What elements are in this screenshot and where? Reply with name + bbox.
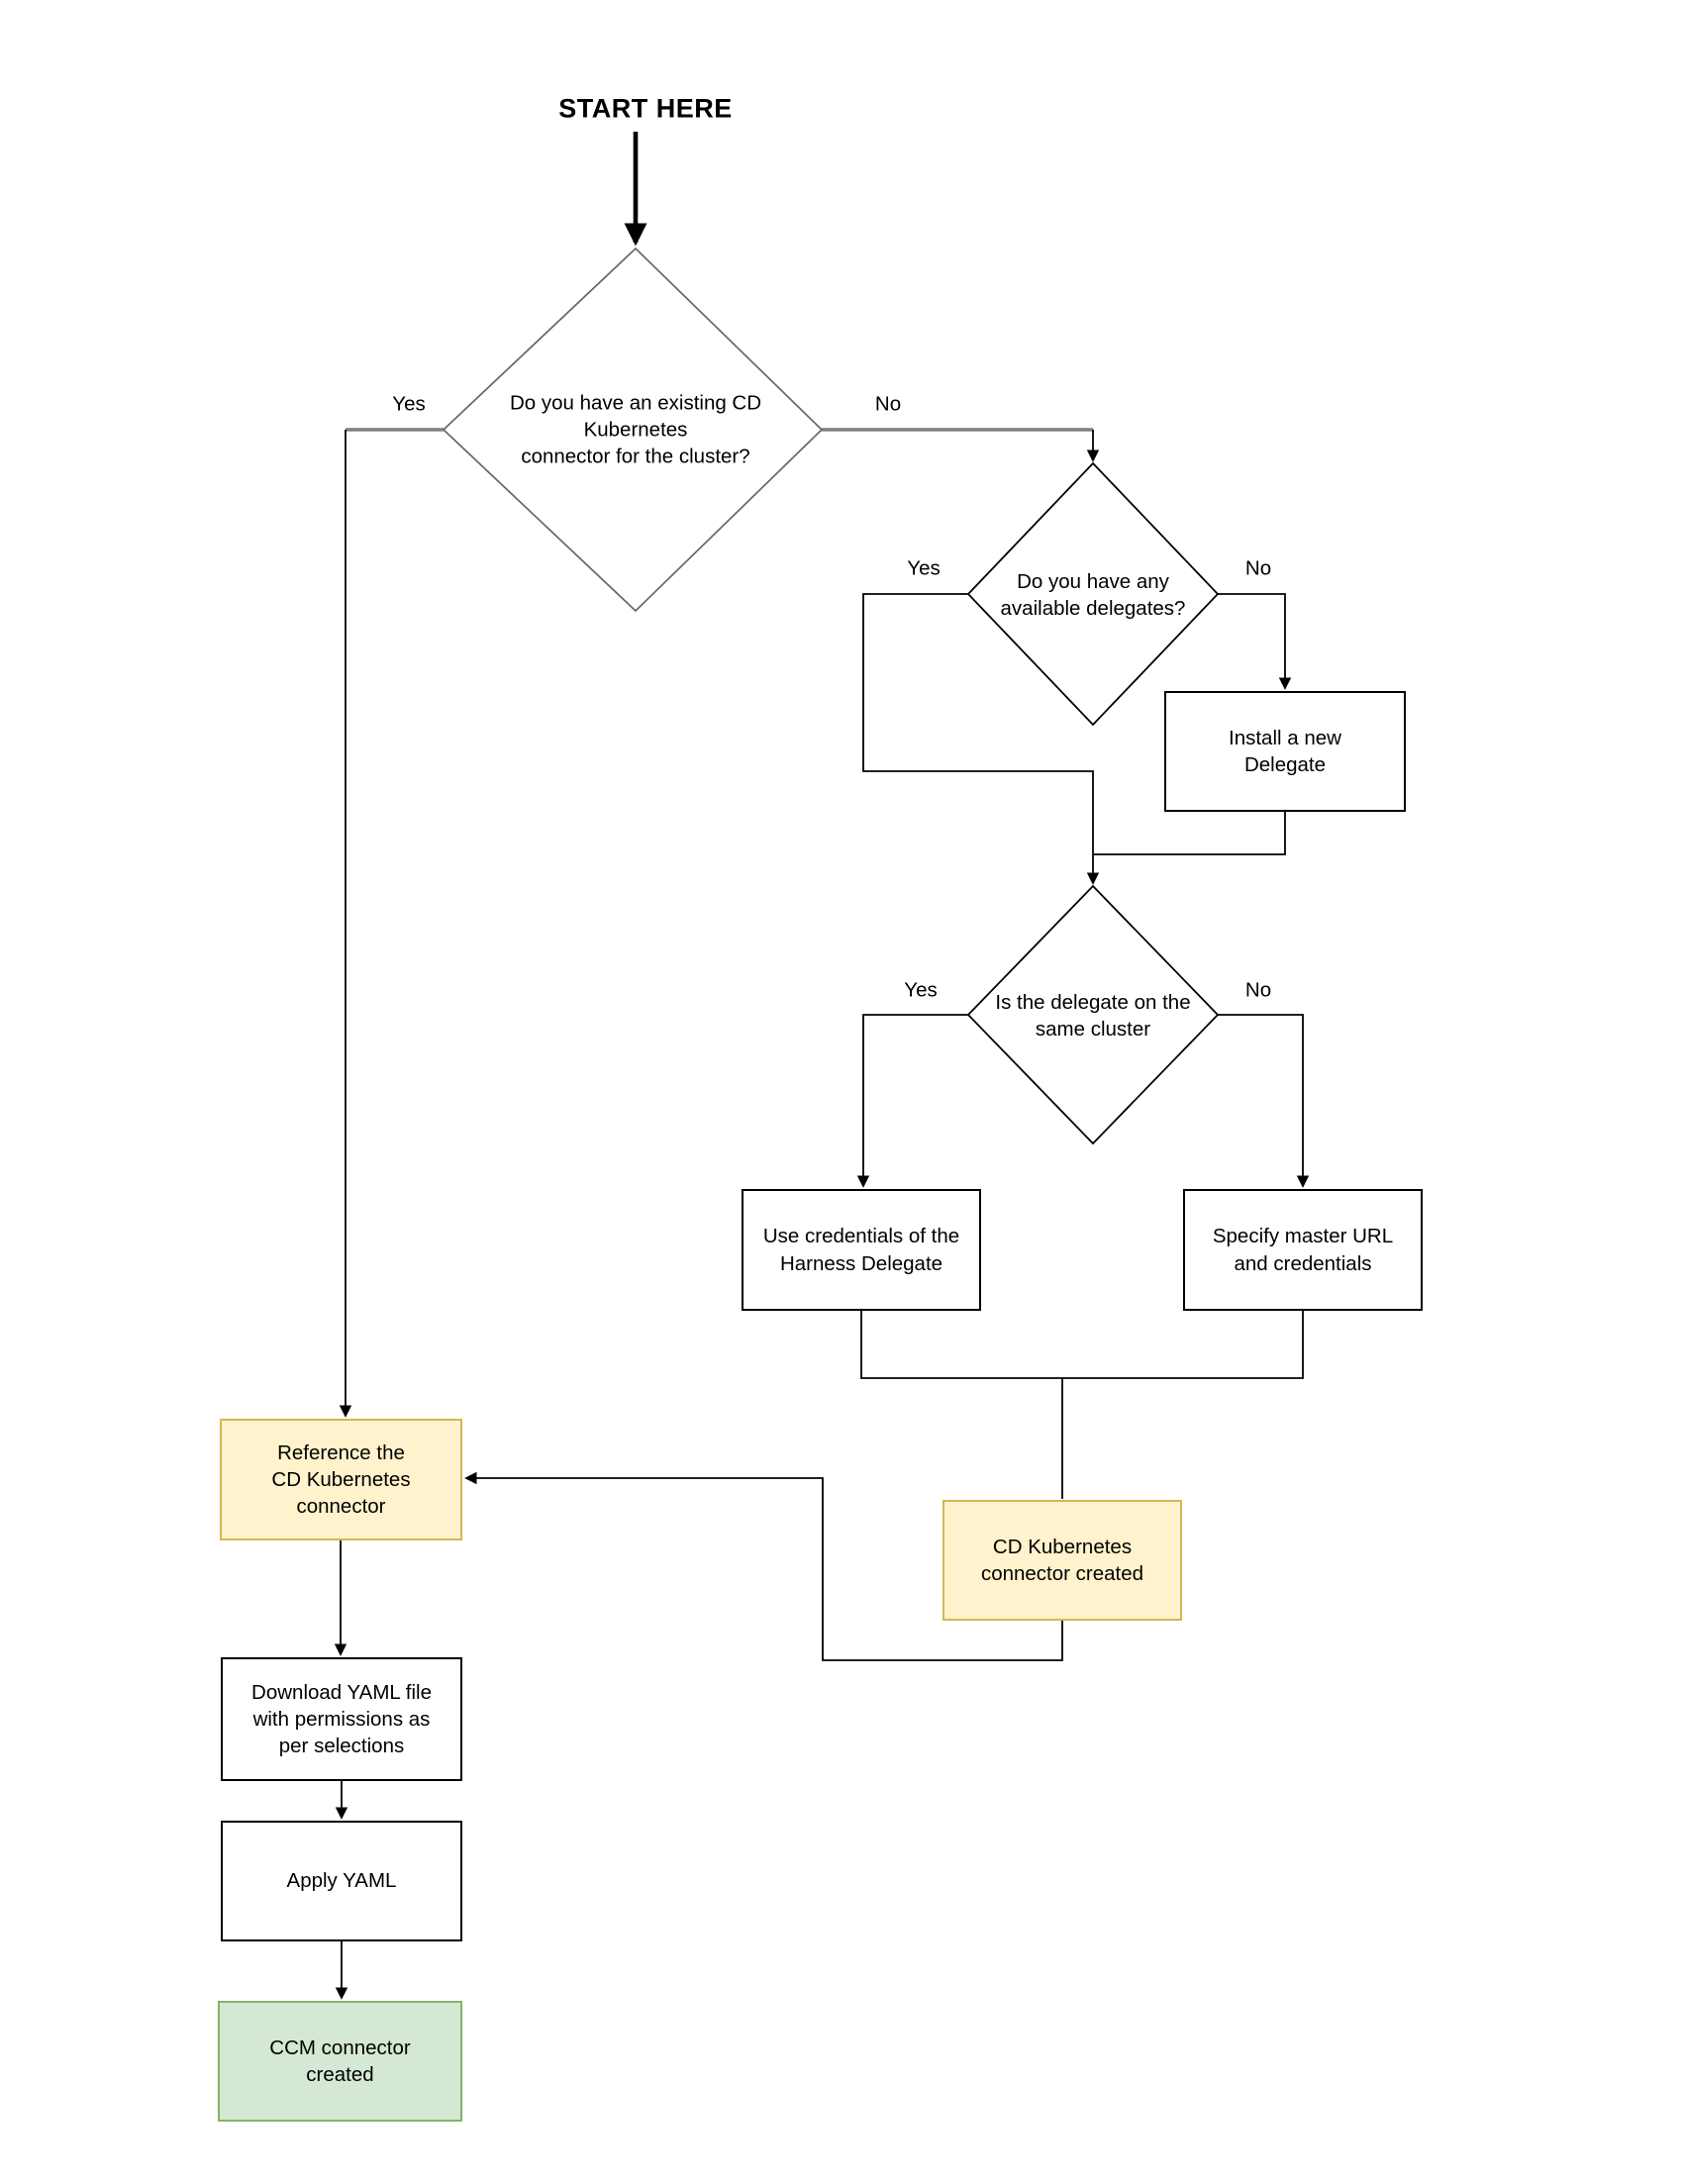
step-box-specify-master-url: Specify master URL and credentials — [1183, 1189, 1423, 1311]
step-box-download-yaml: Download YAML file with permissions as p… — [221, 1657, 462, 1781]
edge-label-yes-same-cluster: Yes — [904, 978, 938, 1002]
edge-label-no-delegates: No — [1244, 556, 1272, 580]
step-box-use-delegate-credentials: Use credentials of the Harness Delegate — [742, 1189, 981, 1311]
edge-cd-created-to-reference — [464, 1471, 1063, 1661]
decision-text-same-cluster: Is the delegate on the same cluster — [995, 990, 1191, 1041]
edge-no-delegates-to-install — [1218, 593, 1292, 690]
status-box-cd-connector-created: CD Kubernetes connector created — [942, 1500, 1182, 1621]
edge-install-join-same-cluster — [1093, 812, 1286, 855]
step-box-install-delegate: Install a new Delegate — [1164, 691, 1406, 812]
status-box-ccm-connector-created: CCM connector created — [218, 2001, 462, 2122]
edge-yes-same-cluster-to-credentials — [856, 1014, 968, 1188]
edge-label-yes-delegates: Yes — [907, 556, 941, 580]
edge-label-no-existing: No — [874, 392, 902, 416]
edge-yes-delegates-to-same-cluster — [862, 593, 1100, 885]
edge-merge-credentials — [860, 1311, 1304, 1379]
start-here-title: START HERE — [558, 93, 733, 124]
decision-diamond-existing-connector — [442, 247, 824, 613]
edge-label-yes-existing: Yes — [392, 392, 426, 416]
decision-text-available-delegates: Do you have any available delegates? — [1000, 569, 1186, 620]
decision-text-existing-connector: Do you have an existing CD Kubernetes co… — [509, 391, 762, 468]
step-box-reference-connector: Reference the CD Kubernetes connector — [220, 1419, 462, 1540]
edge-label-no-same-cluster: No — [1244, 978, 1272, 1002]
decision-diamond-available-delegates — [966, 461, 1220, 727]
edge-no-same-cluster-to-master-url — [1218, 1014, 1310, 1188]
step-box-apply-yaml: Apply YAML — [221, 1821, 462, 1941]
decision-diamond-same-cluster — [966, 884, 1220, 1145]
